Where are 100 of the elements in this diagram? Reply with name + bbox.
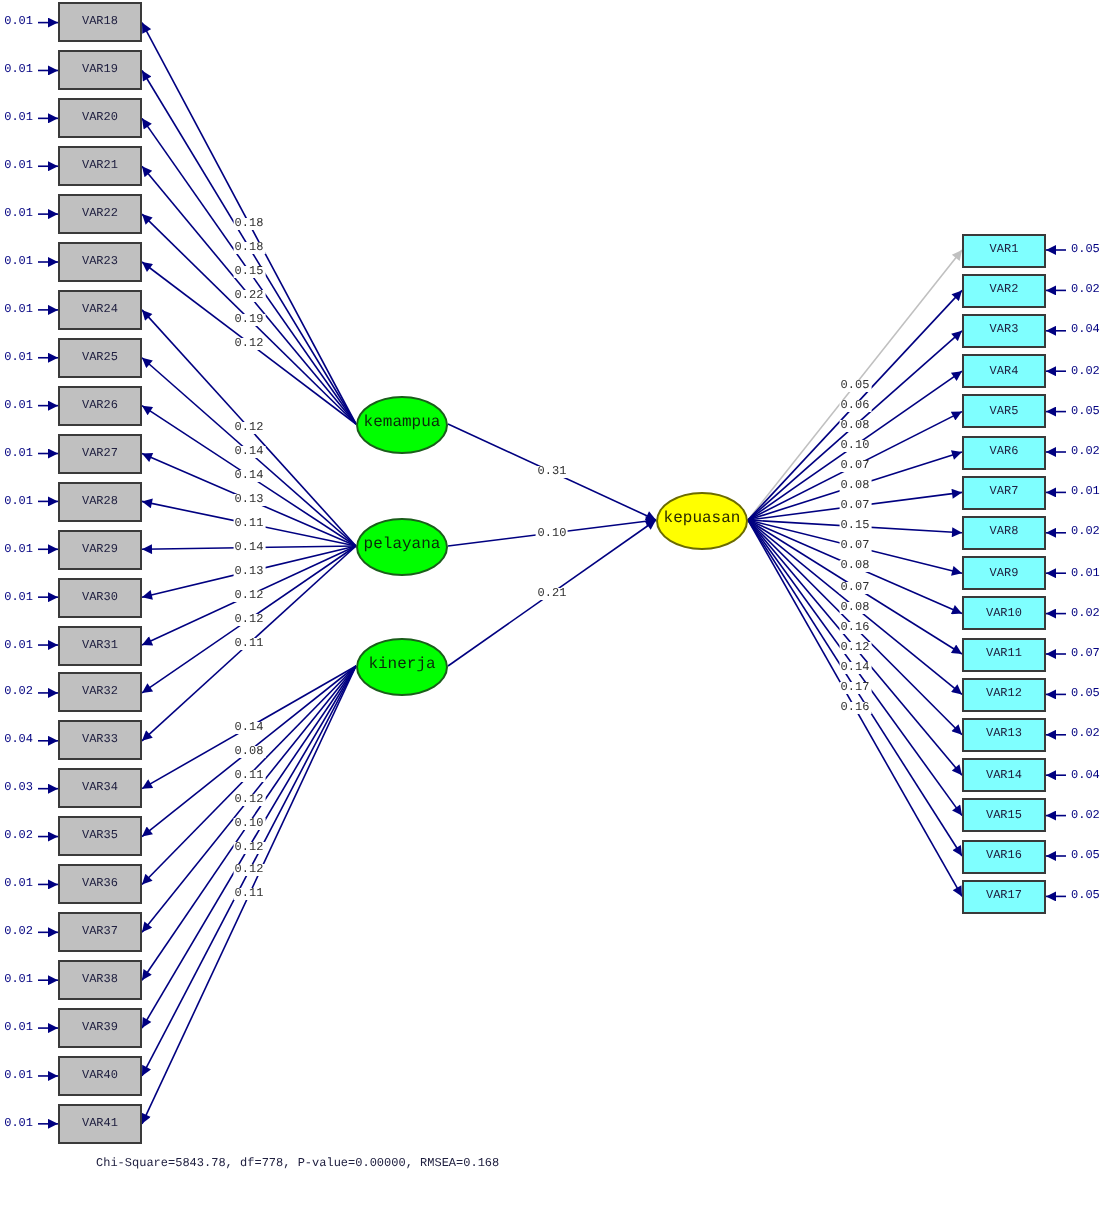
arrow xyxy=(447,516,657,547)
observed-variable-box xyxy=(962,233,1046,267)
arrow xyxy=(37,592,59,603)
arrow xyxy=(747,519,963,655)
arrow xyxy=(1045,285,1067,296)
observed-variable-box xyxy=(58,98,142,139)
arrow xyxy=(37,831,59,842)
arrow xyxy=(1045,770,1067,781)
arrow xyxy=(747,519,963,615)
arrow xyxy=(37,352,59,363)
observed-variable-box xyxy=(962,717,1046,752)
observed-variable-box xyxy=(58,1103,142,1144)
arrow xyxy=(37,161,59,172)
latent-variable-ellipse xyxy=(356,517,448,575)
arrow xyxy=(141,665,357,838)
arrow xyxy=(747,488,963,521)
arrow xyxy=(37,448,59,459)
arrow xyxy=(141,356,357,547)
arrow xyxy=(141,665,357,790)
arrow xyxy=(1045,406,1067,417)
observed-variable-box xyxy=(962,879,1046,914)
arrow xyxy=(37,400,59,411)
observed-variable-box xyxy=(962,435,1046,469)
observed-variable-box xyxy=(58,912,142,953)
arrow xyxy=(37,927,59,938)
arrow xyxy=(37,783,59,794)
arrow xyxy=(141,665,357,886)
arrow xyxy=(141,545,357,694)
arrow xyxy=(747,519,963,696)
observed-variable-box xyxy=(962,637,1046,671)
observed-variable-box xyxy=(58,385,142,426)
arrow xyxy=(747,370,963,521)
observed-variable-box xyxy=(962,839,1046,873)
arrow xyxy=(1045,729,1067,740)
arrow xyxy=(37,496,59,507)
arrow xyxy=(37,640,59,651)
observed-variable-box xyxy=(58,1008,142,1049)
arrow xyxy=(747,410,963,521)
arrow xyxy=(37,209,59,220)
observed-variable-box xyxy=(962,556,1046,591)
arrow xyxy=(747,519,963,576)
observed-variable-box xyxy=(58,960,142,1001)
observed-variable-box xyxy=(58,864,142,905)
observed-variable-box xyxy=(58,2,142,43)
observed-variable-box xyxy=(58,529,142,570)
arrow xyxy=(37,879,59,890)
arrow xyxy=(1045,891,1067,902)
arrow xyxy=(37,65,59,76)
latent-variable-name: kinerja xyxy=(368,658,436,674)
observed-variable-box xyxy=(962,515,1046,550)
arrow xyxy=(141,545,357,742)
arrow xyxy=(141,309,357,547)
observed-variable-box xyxy=(58,242,142,282)
latent-variable-name: pelayana xyxy=(363,538,441,554)
arrow xyxy=(141,213,357,425)
arrow xyxy=(447,423,657,521)
arrow xyxy=(141,261,357,425)
observed-variable-box xyxy=(962,394,1046,429)
arrow xyxy=(1045,366,1067,377)
latent-variable-ellipse xyxy=(356,637,448,695)
observed-variable-box xyxy=(962,758,1046,793)
arrow xyxy=(141,452,357,547)
observed-variable-box xyxy=(58,816,142,857)
arrow xyxy=(1045,325,1067,336)
arrow xyxy=(1045,447,1067,457)
arrow xyxy=(37,687,59,698)
observed-variable-box xyxy=(58,50,142,91)
arrow xyxy=(37,1070,59,1081)
observed-variable-box xyxy=(58,481,142,522)
arrow xyxy=(37,17,59,28)
arrow xyxy=(747,330,963,521)
arrow xyxy=(747,519,963,736)
observed-variable-box xyxy=(58,768,142,809)
observed-variable-box xyxy=(58,577,142,618)
arrow xyxy=(1045,810,1067,821)
arrow xyxy=(37,257,59,267)
arrow xyxy=(37,1023,59,1034)
observed-variable-box xyxy=(58,146,142,187)
observed-variable-box xyxy=(58,1055,142,1096)
arrow xyxy=(1045,527,1067,538)
arrow xyxy=(37,975,59,986)
observed-variable-box xyxy=(58,194,142,235)
observed-variable-box xyxy=(58,337,142,378)
arrow xyxy=(747,450,963,521)
observed-variable-box xyxy=(962,313,1046,348)
observed-variable-box xyxy=(962,354,1046,389)
observed-variable-box xyxy=(962,273,1046,308)
arrow xyxy=(37,1118,59,1129)
observed-variable-box xyxy=(962,798,1046,833)
arrow xyxy=(1045,851,1067,861)
observed-variable-box xyxy=(58,289,142,330)
observed-variable-box xyxy=(962,596,1046,631)
arrow xyxy=(1045,608,1067,619)
observed-variable-box xyxy=(962,475,1046,510)
latent-variable-name: kepuasan xyxy=(663,512,741,528)
observed-variable-box xyxy=(58,720,142,761)
arrow xyxy=(141,544,357,555)
observed-variable-box xyxy=(962,677,1046,712)
observed-variable-box xyxy=(58,433,142,474)
latent-variable-ellipse xyxy=(656,491,748,549)
